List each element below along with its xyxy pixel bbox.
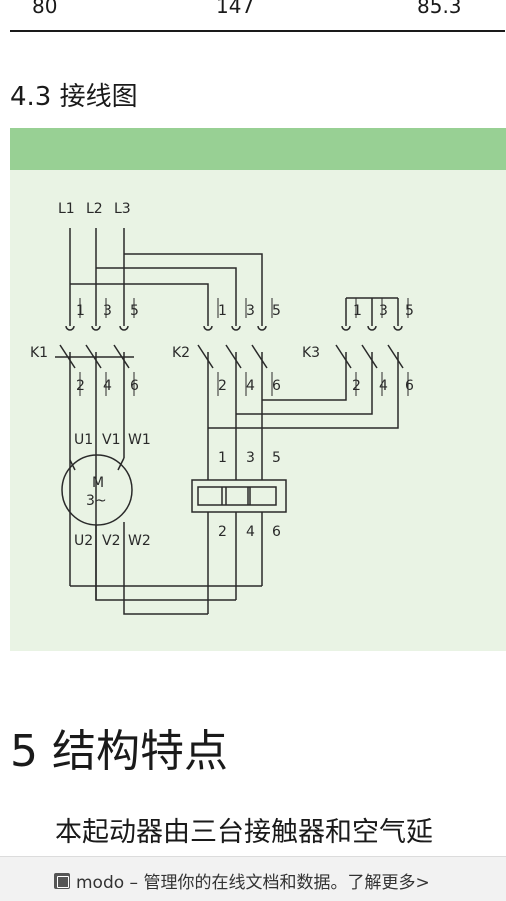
line-label: L2 [86, 201, 103, 217]
overload-wires-top [207, 428, 263, 480]
terminal-label: 2 [218, 524, 227, 540]
wire-l3-k2 [124, 253, 263, 298]
contactor-label: K2 [172, 345, 190, 361]
motor-terminal-label: U1 [74, 432, 93, 448]
terminal-label: 1 [76, 303, 85, 319]
overload-relay [191, 479, 287, 513]
k2-blade [197, 344, 268, 369]
motor-terminal-label: W2 [128, 533, 151, 549]
motor-phase-label: 3~ [86, 493, 107, 509]
terminal-label: 1 [218, 450, 227, 466]
motor-leads [69, 457, 125, 471]
footer-link[interactable]: modo – 管理你的在线文档和数据。了解更多> [76, 873, 430, 893]
section-heading: 5 结构特点 [10, 726, 228, 777]
diagram-panel [10, 128, 506, 651]
return-v2 [95, 525, 236, 601]
modo-logo-icon [54, 872, 70, 889]
table-rule [10, 30, 505, 32]
terminal-label: 4 [379, 378, 388, 394]
terminal-label: 1 [353, 303, 362, 319]
body-paragraph: 本起动器由三台接触器和空气延 [55, 817, 433, 848]
table-cell: 147 [216, 0, 255, 18]
terminal-label: 4 [246, 378, 255, 394]
terminal-label: 5 [405, 303, 414, 319]
terminal-label: 6 [130, 378, 139, 394]
terminal-label: 3 [246, 303, 255, 319]
terminal-label: 2 [218, 378, 227, 394]
motor-terminal-label: V2 [102, 533, 120, 549]
wire-l1-k2 [70, 283, 209, 298]
terminal-label: 6 [272, 524, 281, 540]
k1-blade [55, 344, 134, 369]
contactor-label: K1 [30, 345, 48, 361]
k3-blade [335, 344, 404, 369]
footer-banner[interactable]: modo – 管理你的在线文档和数据。了解更多> [0, 856, 506, 901]
terminal-label: 3 [103, 303, 112, 319]
terminal-label: 4 [246, 524, 255, 540]
motor-label: M [92, 475, 104, 491]
terminal-label: 2 [76, 378, 85, 394]
diagram-header-band [10, 128, 506, 170]
table-cell: 85.3 [417, 0, 462, 18]
line-label: L1 [58, 201, 75, 217]
terminal-label: 2 [352, 378, 361, 394]
wire-l2-k2 [96, 267, 237, 298]
terminal-label: 5 [130, 303, 139, 319]
terminal-label: 1 [218, 303, 227, 319]
terminal-label: 6 [272, 378, 281, 394]
terminal-label: 3 [246, 450, 255, 466]
terminal-label: 3 [379, 303, 388, 319]
terminal-label: 5 [272, 303, 281, 319]
table-cell: 80 [32, 0, 58, 18]
line-label: L3 [114, 201, 131, 217]
table-row: 80 147 85.3 [10, 0, 506, 30]
motor-terminal-label: W1 [128, 432, 151, 448]
k3-bridge [345, 297, 399, 326]
terminal-label: 4 [103, 378, 112, 394]
terminal-label: 6 [405, 378, 414, 394]
motor-terminal-label: U2 [74, 533, 93, 549]
motor-symbol [61, 454, 133, 526]
return-w2 [123, 522, 208, 615]
terminal-label: 5 [272, 450, 281, 466]
contactor-label: K3 [302, 345, 320, 361]
section-heading: 4.3 接线图 [10, 82, 138, 112]
k3-out [208, 352, 399, 429]
motor-terminal-label: V1 [102, 432, 120, 448]
